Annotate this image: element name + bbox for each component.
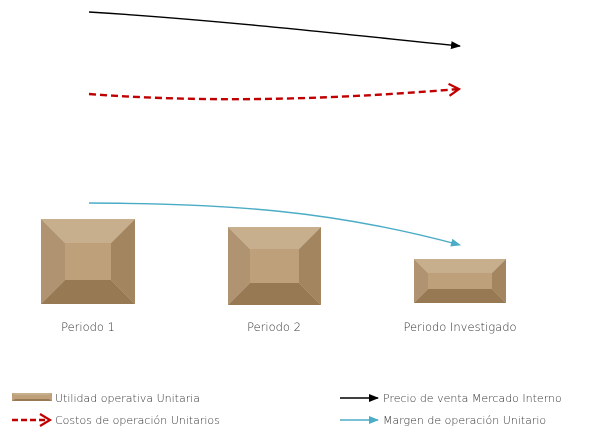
block-1	[41, 219, 135, 304]
legend-item-2: Costos de operación Unitarios	[12, 413, 220, 427]
legend-item-3: Precio de venta Mercado Interno	[340, 392, 562, 405]
category-label: Periodo 2	[247, 320, 301, 334]
legend-label: Utilidad operativa Unitaria	[55, 392, 200, 405]
legend-label: Margen de operación Unitario	[383, 414, 546, 427]
trend-arrow-1	[88, 11, 461, 50]
block-3	[414, 259, 506, 303]
legend-label: Precio de venta Mercado Interno	[383, 392, 562, 405]
legend-item-4: Margen de operación Unitario	[340, 414, 546, 427]
legend-label: Costos de operación Unitarios	[55, 414, 220, 427]
legend-item-1: Utilidad operativa Unitaria	[12, 392, 200, 405]
legend-block-icon	[12, 393, 52, 401]
trend-arrow-2	[88, 82, 462, 101]
trend-arrow-3	[88, 202, 461, 247]
category-label: Periodo Investigado	[403, 320, 516, 334]
block-2	[228, 227, 321, 305]
category-label: Periodo 1	[61, 320, 115, 334]
